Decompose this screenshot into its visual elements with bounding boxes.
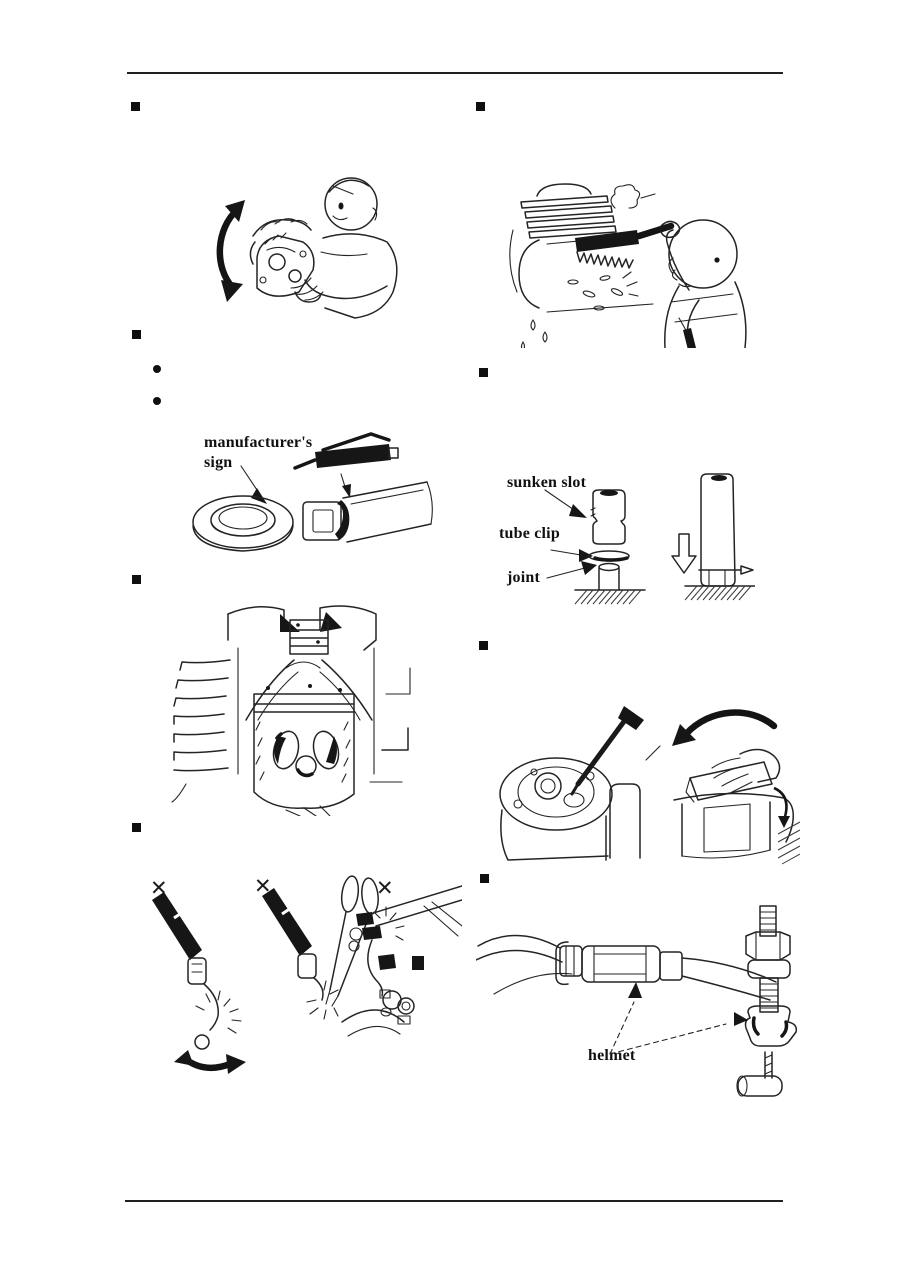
cross-mark-icon: ✕ bbox=[376, 876, 394, 900]
round-bullet-icon bbox=[153, 365, 161, 373]
figure-cable-helmet-illustration bbox=[476, 905, 798, 1097]
cable-example-2 bbox=[262, 875, 405, 1037]
cable-example-1 bbox=[152, 892, 246, 1074]
bottom-rule bbox=[125, 1200, 783, 1202]
sunken-slot-label: sunken slot bbox=[507, 474, 587, 491]
piston bbox=[253, 684, 355, 816]
square-bullet-icon bbox=[479, 641, 488, 650]
square-bullet-icon bbox=[132, 575, 141, 584]
square-bullet-icon bbox=[479, 368, 488, 377]
figure-tube-clip-joint-illustration bbox=[544, 473, 755, 605]
cross-mark-icon: ✕ bbox=[254, 874, 272, 898]
down-arrow-icon bbox=[671, 533, 697, 574]
hands bbox=[249, 218, 388, 301]
joint-label: joint bbox=[507, 569, 540, 586]
oil-seal bbox=[192, 495, 294, 552]
cylinder-head bbox=[227, 605, 377, 655]
square-bullet-icon bbox=[480, 874, 489, 883]
clamp-and-tube bbox=[302, 481, 433, 543]
square-bullet-icon bbox=[476, 102, 485, 111]
component-part bbox=[256, 232, 322, 303]
square-bullet-icon bbox=[132, 823, 141, 832]
adjuster-with-helmet bbox=[734, 905, 798, 1097]
helmet-label: helmet bbox=[588, 1047, 636, 1064]
top-rule bbox=[127, 72, 783, 74]
hand-holding-bar bbox=[672, 709, 800, 865]
crankcase-steps bbox=[369, 667, 411, 783]
tube-clip-label: tube clip bbox=[499, 525, 560, 542]
figure-spark-cable-warning-illustration bbox=[152, 875, 462, 1074]
figure-flywheel-service-illustration bbox=[499, 706, 800, 865]
person bbox=[660, 219, 747, 348]
rotation-arrow-icon bbox=[216, 200, 245, 302]
square-bullet-icon bbox=[132, 330, 141, 339]
label-arrow bbox=[240, 465, 267, 504]
tube-assembled bbox=[671, 473, 755, 601]
grease-gun bbox=[293, 432, 399, 498]
manufacturer-sign-label: manufacturer's sign bbox=[204, 434, 313, 471]
pointer-lines bbox=[609, 1001, 727, 1055]
label-arrows bbox=[544, 489, 597, 579]
splash-droplets bbox=[520, 271, 639, 348]
round-bullet-icon bbox=[153, 397, 161, 405]
figure-rotating-component-illustration bbox=[216, 177, 398, 319]
cooling-fins bbox=[171, 659, 231, 803]
person bbox=[320, 177, 398, 319]
brush bbox=[575, 222, 675, 269]
flywheel-with-screwdriver bbox=[499, 706, 661, 861]
figure-oil-seal-and-grease-illustration bbox=[192, 432, 433, 552]
figure-piston-cylinder-illustration bbox=[171, 605, 411, 816]
cable-with-boot bbox=[476, 934, 777, 1001]
steam-puff bbox=[610, 184, 656, 209]
tube-disassembled bbox=[574, 489, 646, 605]
figure-engine-cleaning-illustration bbox=[509, 183, 747, 348]
cable-example-3 bbox=[348, 885, 462, 1025]
engine-fins bbox=[520, 183, 617, 239]
square-bullet-icon bbox=[131, 102, 140, 111]
cylinder-walls bbox=[237, 647, 375, 775]
